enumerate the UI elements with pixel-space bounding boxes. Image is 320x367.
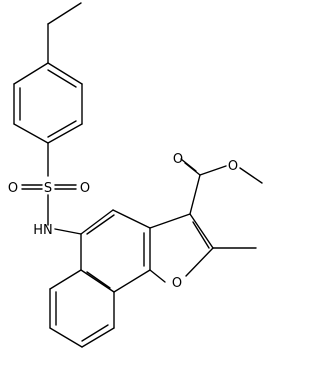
carbonyl-oxygen: O [173, 152, 183, 167]
sulfonyl-group [21, 142, 77, 226]
nh-to-naphthyl-bond [54, 228, 82, 235]
naphthalene-ring-lower [49, 269, 115, 348]
chemical-structure: S O O HN O [8, 2, 263, 348]
furan-ring [149, 213, 214, 283]
sulfonyl-oxygen-left: O [8, 181, 18, 196]
ethyl-group [47, 2, 82, 64]
furan-oxygen: O [172, 276, 182, 291]
methyl-ester-group [180, 158, 263, 215]
sulfonyl-oxygen-right: O [80, 181, 90, 196]
naphthalene-ring-middle [80, 209, 151, 293]
ester-oxygen: O [228, 159, 238, 174]
amine-nh: HN [33, 223, 53, 238]
sulfur-atom: S [44, 181, 52, 196]
benzene-ring-upper [13, 62, 83, 144]
